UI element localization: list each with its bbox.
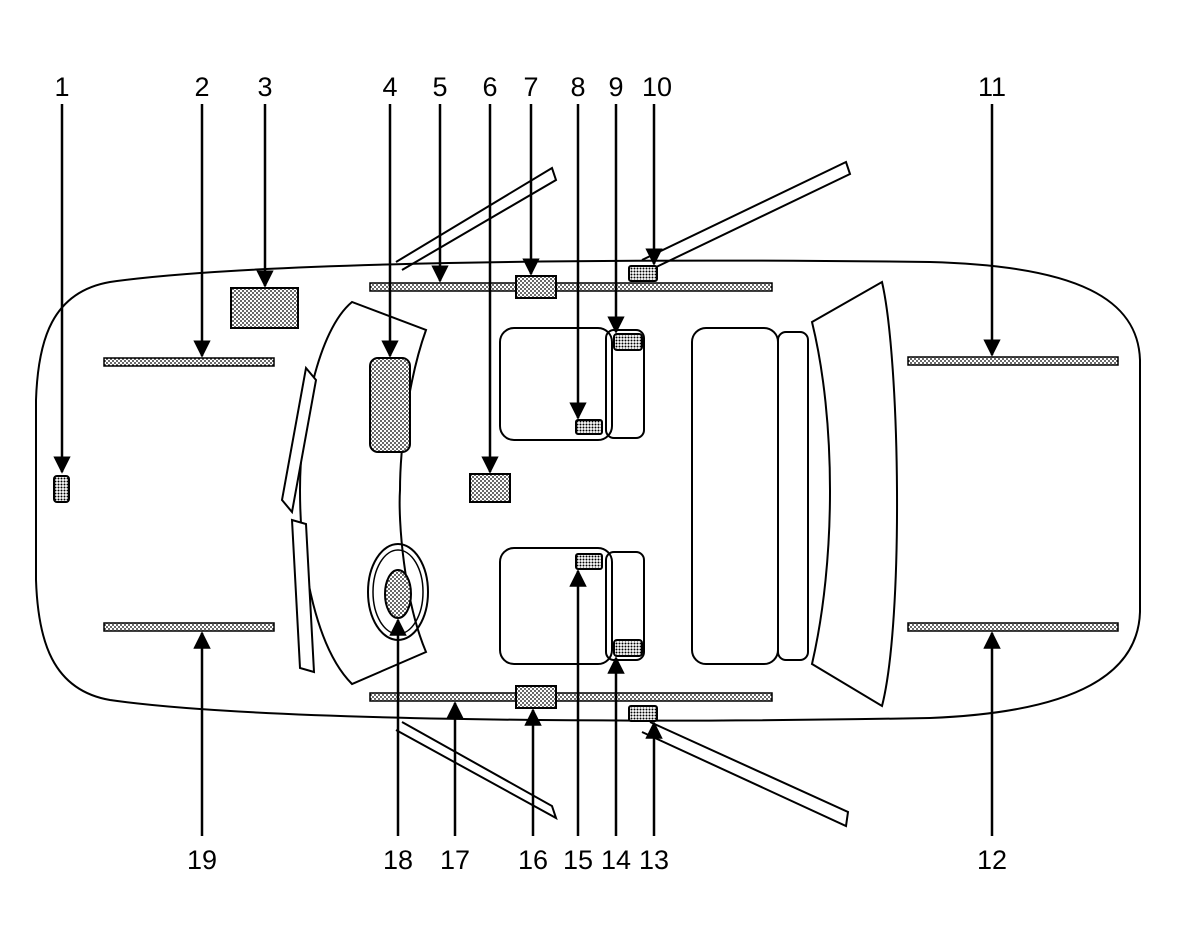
callout-1: 1 [54, 72, 69, 102]
callout-8: 8 [570, 72, 585, 102]
component-8 [575, 419, 603, 435]
component-7 [515, 275, 557, 299]
front-door-upper [395, 166, 558, 271]
callout-10: 10 [642, 72, 672, 102]
right-sill-strip [369, 692, 773, 702]
callout-14: 14 [601, 845, 631, 875]
callout-11: 11 [978, 72, 1006, 102]
component-6 [469, 473, 511, 503]
front-door-lower [395, 721, 558, 821]
rear-seat-cushion [691, 327, 779, 665]
component-13 [628, 705, 658, 722]
rear-seatback [777, 331, 809, 661]
car-body-outline [35, 259, 1141, 722]
rear-door-lower [641, 721, 850, 828]
callout-15: 15 [563, 845, 593, 875]
left-sill-strip [369, 282, 773, 292]
front-passenger-seat [499, 327, 613, 441]
callout-7: 7 [523, 72, 538, 102]
component-14 [613, 639, 643, 657]
rear-right-bumper-strip [907, 622, 1119, 632]
rear-door-upper [641, 160, 852, 271]
front-driver-seat [499, 547, 613, 665]
callout-2: 2 [194, 72, 209, 102]
callout-3: 3 [257, 72, 272, 102]
callout-9: 9 [608, 72, 623, 102]
callout-18: 18 [383, 845, 413, 875]
component-9 [613, 333, 643, 351]
wiper-upper [280, 365, 318, 515]
front-driver-seatback [605, 551, 645, 661]
rear-window [810, 280, 899, 708]
callout-6: 6 [482, 72, 497, 102]
callout-12: 12 [977, 845, 1007, 875]
component-1 [53, 475, 70, 503]
wiper-lower [290, 518, 316, 674]
callout-5: 5 [432, 72, 447, 102]
rear-left-bumper-strip [907, 356, 1119, 366]
component-3 [230, 287, 299, 329]
front-passenger-seatback [605, 329, 645, 439]
front-left-bumper-strip [103, 357, 275, 367]
component-15 [575, 553, 603, 570]
component-4 [369, 357, 411, 453]
callout-4: 4 [382, 72, 397, 102]
callout-19: 19 [187, 845, 217, 875]
front-right-bumper-strip [103, 622, 275, 632]
component-18 [384, 569, 412, 619]
callout-13: 13 [639, 845, 669, 875]
component-10 [628, 265, 658, 282]
component-16 [515, 685, 557, 709]
callout-16: 16 [518, 845, 548, 875]
callout-17: 17 [440, 845, 470, 875]
